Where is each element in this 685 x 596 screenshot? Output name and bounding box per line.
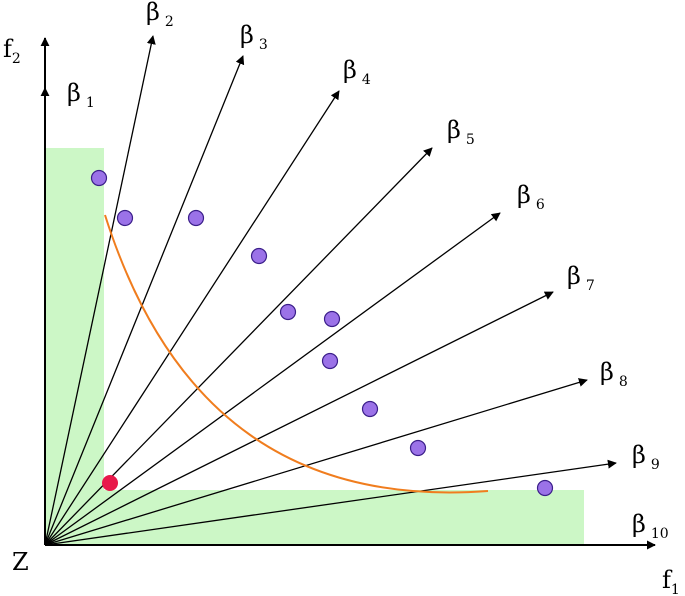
solution-point bbox=[536, 479, 554, 497]
reference-rays bbox=[40, 35, 617, 546]
ray-beta-7 bbox=[44, 291, 554, 546]
solution-point bbox=[321, 352, 339, 370]
origin-label: Z bbox=[12, 548, 29, 576]
ray-beta-8 bbox=[44, 378, 588, 546]
f2-axis-label: f2 bbox=[3, 35, 21, 67]
solution-point bbox=[279, 303, 297, 321]
solution-point bbox=[116, 209, 134, 227]
solution-points bbox=[90, 169, 554, 497]
solution-point bbox=[187, 209, 205, 227]
ray-beta-4 bbox=[44, 90, 340, 546]
f1-axis-label: f1 bbox=[662, 566, 680, 596]
ray-beta-6 bbox=[44, 212, 501, 546]
solution-point bbox=[250, 247, 268, 265]
pareto-front-curve bbox=[104, 214, 489, 494]
ray-beta-3 bbox=[44, 55, 245, 546]
ray-beta-2 bbox=[44, 35, 156, 546]
solution-point bbox=[90, 169, 108, 187]
solution-point bbox=[323, 310, 341, 328]
solution-point bbox=[361, 400, 379, 418]
ray-beta-9 bbox=[44, 459, 617, 546]
solution-point bbox=[409, 439, 427, 457]
reference-point bbox=[102, 475, 118, 491]
